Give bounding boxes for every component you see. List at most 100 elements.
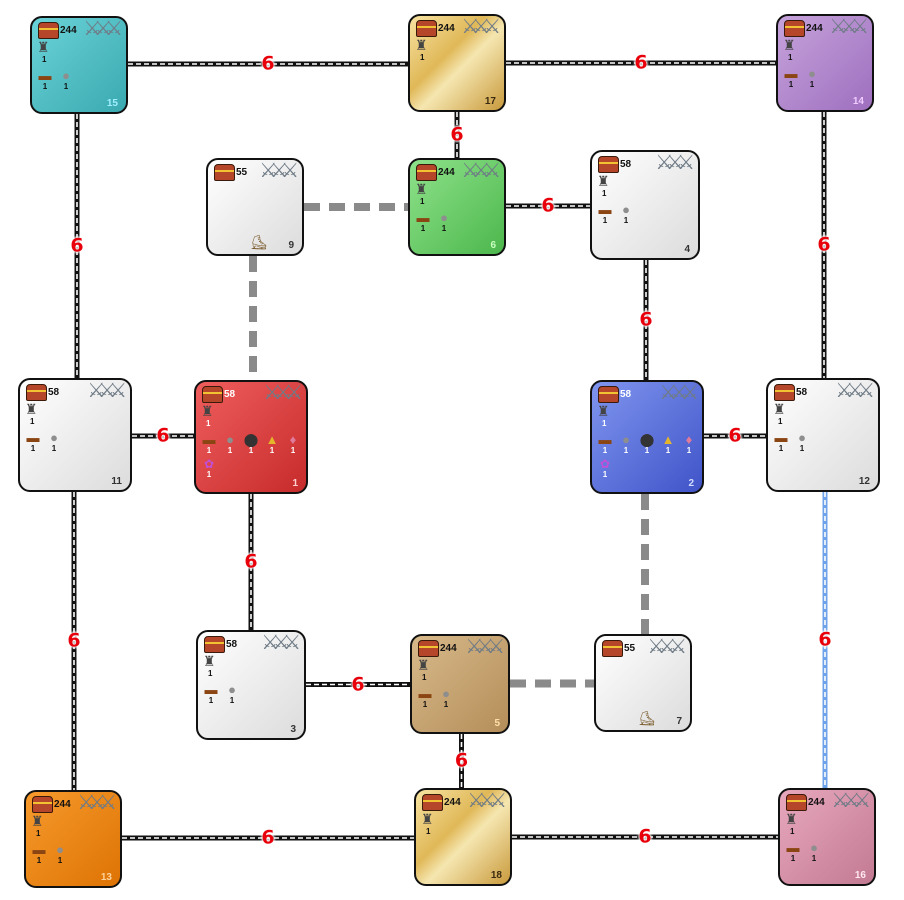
castle-icon: ♜ <box>37 39 50 55</box>
resource-count: 1 <box>788 80 794 89</box>
crossed-swords-icon[interactable]: ⚔⚔⚔ <box>659 382 699 404</box>
road-cost-label: 6 <box>638 825 652 848</box>
wood-icon: ▬ <box>786 840 800 855</box>
resource-crystal: ♦1 <box>680 433 698 455</box>
castle-count: 1 <box>788 53 793 62</box>
treasure-chest-icon <box>784 20 805 37</box>
resource-list: ▬1●1 <box>30 843 69 865</box>
crossed-swords-icon[interactable]: ⚔⚔⚔ <box>261 632 301 654</box>
resource-stone: ●1 <box>805 841 823 863</box>
road-cost-label: 6 <box>818 628 832 651</box>
castle-icon: ♜ <box>415 37 428 53</box>
treasure-chest-icon <box>422 794 443 811</box>
crossed-swords-icon[interactable]: ⚔⚔⚔ <box>467 790 507 812</box>
crossed-swords-icon[interactable]: ⚔⚔⚔ <box>77 792 117 814</box>
gold-amount: 58 <box>620 159 632 170</box>
node-id: 9 <box>288 240 294 251</box>
gold-amount: 55 <box>236 167 248 178</box>
scout-boot-icon: ⛸ <box>250 234 268 250</box>
treasure-chest-icon <box>214 164 235 181</box>
resource-gems: ✿1 <box>200 458 218 479</box>
treasure-chest-icon <box>26 384 47 401</box>
gold-amount: 58 <box>620 389 632 400</box>
road-cost-label: 6 <box>634 51 648 74</box>
resource-count: 1 <box>290 446 296 455</box>
treasure-chest-icon <box>598 386 619 403</box>
resource-stone: ●1 <box>57 69 75 91</box>
resource-wood: ▬1 <box>416 687 434 709</box>
road-cost-label: 6 <box>261 826 275 849</box>
node-id: 12 <box>858 476 870 487</box>
castle-icon: ♜ <box>773 401 786 417</box>
map-node-7[interactable]: 55⚔⚔⚔⛸7 <box>594 634 692 732</box>
resource-list: ▬1●1 <box>24 431 63 453</box>
resource-wood: ▬1 <box>24 431 42 453</box>
crossed-swords-icon[interactable]: ⚔⚔⚔ <box>461 160 501 182</box>
resource-list: ▬1●1⬤1▲1♦1 <box>596 433 698 455</box>
resource-wood: ▬1 <box>30 843 48 865</box>
resource-stone: ●1 <box>223 683 241 705</box>
resource-stone: ●1 <box>221 433 239 455</box>
treasure-chest-icon <box>598 156 619 173</box>
resource-list: ▬1●1⬤1▲1♦1 <box>200 433 302 455</box>
resource-stone: ●1 <box>803 67 821 89</box>
resource-wood: ▬1 <box>782 67 800 89</box>
resource-wood: ▬1 <box>772 431 790 453</box>
pot-icon: ⬤ <box>243 432 259 447</box>
stone-icon: ● <box>226 432 234 447</box>
road-cost-label: 6 <box>351 673 365 695</box>
map-node-9[interactable]: 55 ⚔⚔⚔ ⛸ 9 <box>206 158 304 256</box>
crossed-swords-icon[interactable]: ⚔⚔⚔ <box>835 380 875 402</box>
resource-stone: ●1 <box>45 431 63 453</box>
resource-count: 1 <box>809 80 815 89</box>
gold-amount: 244 <box>54 799 71 810</box>
wood-icon: ▬ <box>32 842 46 857</box>
treasure-chest-icon <box>418 640 439 657</box>
crossed-swords-icon[interactable]: ⚔⚔⚔ <box>263 382 303 404</box>
scout-boot-icon: ⛸ <box>638 710 656 726</box>
crossed-swords-icon[interactable]: ⚔⚔⚔ <box>83 18 123 40</box>
resource-count: 1 <box>42 82 48 91</box>
road-cost-label: 6 <box>261 52 275 75</box>
crossed-swords-icon[interactable]: ⚔⚔⚔ <box>461 16 501 38</box>
crossed-swords-icon[interactable]: ⚔⚔⚔ <box>87 380 127 402</box>
castle-count: 1 <box>602 419 607 428</box>
crossed-swords-icon[interactable]: ⚔⚔⚔ <box>831 790 871 812</box>
crossed-swords-icon[interactable]: ⚔⚔⚔ <box>465 636 505 658</box>
resource-pot: ⬤1 <box>638 433 656 455</box>
castle-icon: ♜ <box>25 401 38 417</box>
resource-count: 1 <box>36 856 42 865</box>
crossed-swords-icon[interactable]: ⚔⚔⚔ <box>655 152 695 174</box>
treasure-chest-icon <box>202 386 223 403</box>
crossed-swords-icon[interactable]: ⚔⚔⚔ <box>259 160 299 182</box>
castle-icon: ♜ <box>31 813 44 829</box>
gold-amount: 244 <box>60 25 77 36</box>
resource-count: 1 <box>51 444 57 453</box>
resource-stone: ●1 <box>617 203 635 225</box>
crossed-swords-icon[interactable]: ⚔⚔⚔ <box>647 636 687 658</box>
treasure-chest-icon <box>416 20 437 37</box>
wood-icon: ▬ <box>38 68 52 83</box>
resource-count: 1 <box>644 446 650 455</box>
stone-icon: ● <box>62 68 70 83</box>
crossed-swords-icon[interactable]: ⚔⚔⚔ <box>829 16 869 38</box>
resource-wood: ▬1 <box>200 433 218 455</box>
resource-wood: ▬1 <box>596 203 614 225</box>
resource-count: 1 <box>63 82 69 91</box>
resource-list: ▬1●1 <box>416 687 455 709</box>
